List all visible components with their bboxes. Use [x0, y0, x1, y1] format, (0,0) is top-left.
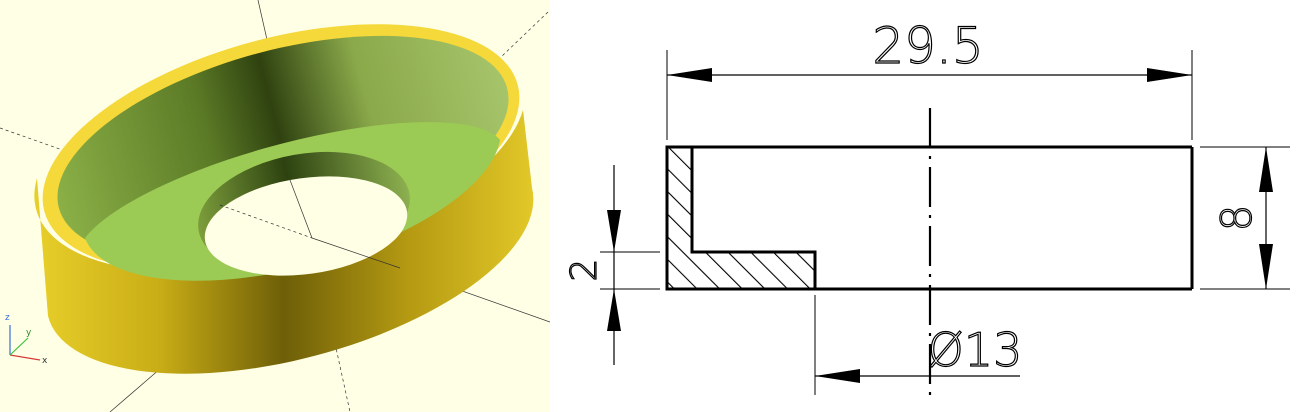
dimension-floor: 2	[563, 165, 621, 365]
part-outline	[692, 145, 1194, 291]
dimension-height: 8	[1211, 147, 1273, 289]
axis-label-z: z	[5, 313, 10, 323]
dimension-width: 29.5	[667, 16, 1192, 82]
3d-viewport[interactable]: z y x	[0, 0, 550, 412]
dim-width-label: 29.5	[872, 17, 983, 75]
axis-label-x: x	[42, 356, 48, 366]
3d-scene: z y x	[0, 0, 550, 412]
outer-wall	[34, 110, 534, 374]
axis-gizmo: z y x	[5, 313, 48, 366]
dim-hole-label: Ø13	[928, 323, 1023, 377]
extension-lines	[600, 50, 1290, 395]
section-hatch	[665, 145, 817, 291]
dim-floor-label: 2	[564, 259, 605, 282]
hole-opening	[204, 176, 408, 276]
axis-label-y: y	[26, 328, 32, 338]
technical-drawing: 29.5 8 2 Ø13	[550, 0, 1298, 412]
section-drawing: 29.5 8 2 Ø13	[563, 16, 1290, 395]
dim-height-label: 8	[1212, 205, 1261, 232]
dimension-hole: Ø13	[815, 322, 1023, 383]
